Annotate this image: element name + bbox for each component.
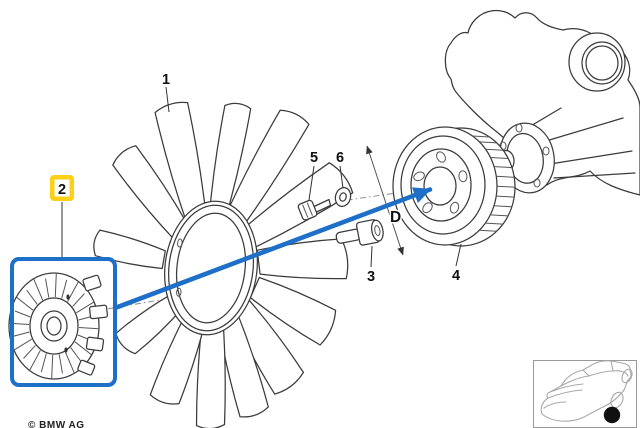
belt-rib (496, 175, 515, 178)
leader-lines (61, 86, 462, 268)
fan-blade (222, 109, 310, 230)
belt-rib (485, 148, 504, 151)
clutch-fin (64, 351, 75, 373)
part-label-5[interactable]: 5 (310, 150, 318, 166)
fan-blade (112, 145, 189, 239)
fan-blades (93, 101, 354, 428)
part-label-4[interactable]: 4 (452, 268, 460, 284)
clutch-fin (40, 353, 47, 373)
clutch-rivet (66, 294, 70, 300)
clutch-fin (33, 279, 44, 301)
clutch-fin (14, 310, 31, 318)
fan-blade (93, 229, 166, 270)
clutch-fin (14, 338, 32, 351)
clutch-fin (51, 354, 54, 379)
clutch-fin (58, 354, 63, 374)
ring-clip-tab (176, 287, 182, 297)
belt-rib (485, 222, 504, 225)
clutch-mounting-lugs (77, 274, 109, 376)
pulley-belt-ribs (472, 135, 516, 232)
clutch-fin (45, 278, 50, 298)
clutch-fin (74, 341, 92, 355)
clutch-fin (23, 345, 36, 359)
selection-arrow (112, 187, 433, 311)
clutch-fin (67, 281, 79, 302)
clutch-fin (61, 279, 68, 299)
clutch-fins (9, 273, 99, 379)
clutch-fin (72, 293, 85, 307)
belt-rib (490, 214, 509, 217)
fan-clutch (8, 272, 109, 380)
fan-ring (163, 200, 259, 336)
pulley-hole (449, 201, 460, 214)
belt-rib (472, 135, 490, 138)
clutch-fin (78, 327, 99, 330)
clutch-fin (13, 331, 30, 337)
part-label-2: 2 (58, 182, 66, 198)
part-label-1[interactable]: 1 (162, 72, 170, 88)
car-location-thumbnail (533, 360, 637, 428)
clutch-fin (26, 289, 38, 305)
ring-clip-tab (177, 238, 183, 248)
belt-rib (479, 229, 497, 232)
pulley-holes (413, 151, 468, 214)
fan-blade (154, 101, 208, 226)
fan-blade (115, 294, 184, 355)
belt-rib (494, 166, 513, 169)
clutch-fin (29, 350, 41, 371)
selection-highlight-box (10, 257, 117, 387)
clutch-fin (70, 347, 82, 363)
part-label-2-highlighted[interactable]: 2 (50, 175, 74, 201)
belt-rib (493, 205, 512, 208)
fan-blade (195, 314, 226, 428)
washer-6 (334, 186, 352, 208)
pulley-hole (422, 202, 433, 214)
pulley-hole (436, 151, 446, 163)
fan-blade (249, 276, 337, 346)
fan-blade (208, 102, 252, 222)
fan-blade (149, 310, 208, 405)
bolt-5 (297, 198, 332, 221)
part-label-3[interactable]: 3 (367, 269, 375, 285)
belt-rib (496, 185, 516, 188)
clutch-fin (16, 297, 34, 311)
copyright-text: © BMW AG (28, 420, 85, 428)
clutch-fin (54, 273, 57, 298)
fan-blade (256, 238, 349, 280)
dimension-d-label: D (390, 209, 401, 226)
pulley-hole (458, 170, 468, 183)
location-marker-dot (603, 406, 621, 424)
fan-blade (241, 162, 354, 248)
clutch-fin (76, 301, 94, 314)
car-location-icon (540, 360, 633, 424)
belt-rib (479, 141, 497, 144)
part-label-6[interactable]: 6 (336, 150, 344, 166)
pulley-hole (413, 171, 425, 182)
pump-outlet-port (568, 32, 626, 92)
pulley (392, 126, 516, 247)
dimension-d: D (366, 145, 404, 256)
belt-rib (496, 195, 515, 198)
clutch-rivet (64, 347, 68, 353)
belt-rib (490, 157, 509, 159)
